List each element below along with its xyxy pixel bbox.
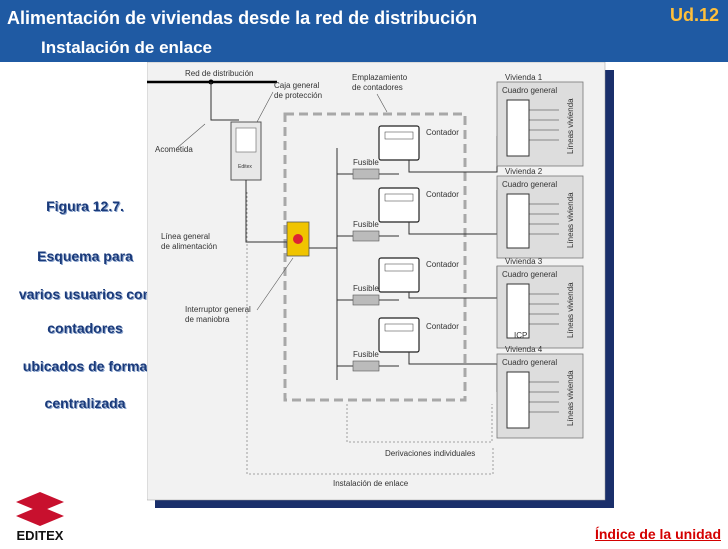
linea-label-2: de alimentación <box>161 242 217 251</box>
red-label: Red de distribución <box>185 69 253 78</box>
caption-line-1: Esquema para <box>37 248 133 264</box>
caption-line-5: centralizada <box>44 395 126 411</box>
logo-text: EDITEX <box>17 528 64 543</box>
page-subtitle: Instalación de enlace <box>41 38 213 57</box>
index-link[interactable]: Índice de la unidad <box>594 526 721 542</box>
cuadro-label-2: Cuadro general <box>502 180 557 189</box>
vivienda-label-2: Vivienda 2 <box>505 167 543 176</box>
instalacion-label: Instalación de enlace <box>333 479 409 488</box>
fusible-label-1: Fusible <box>353 158 379 167</box>
unit-label: Ud.12 <box>669 5 719 25</box>
vivienda-label-4: Vivienda 4 <box>505 345 543 354</box>
instalacion-bracket <box>246 192 494 475</box>
vivienda-label-1: Vivienda 1 <box>505 73 543 82</box>
figure-number: Figura 12.7. <box>46 198 124 214</box>
derivaciones-bracket <box>346 404 493 443</box>
meter-3-display <box>384 263 414 272</box>
meter-4 <box>378 317 420 353</box>
logo-mark-bottom <box>16 506 64 526</box>
vivienda-label-3: Vivienda 3 <box>505 257 543 266</box>
emplaz-label-1: Emplazamiento <box>352 73 408 82</box>
panel-2 <box>506 193 530 249</box>
lineas-vivienda-4: Líneas vivienda <box>566 370 575 426</box>
cuadro-label-1: Cuadro general <box>502 86 557 95</box>
derivaciones-label: Derivaciones individuales <box>385 449 475 458</box>
fuse-2 <box>352 230 380 242</box>
interruptor-label-2: de maniobra <box>185 315 230 324</box>
acometida-pointer <box>176 123 206 149</box>
caption-line-4: ubicados de forma <box>22 358 148 374</box>
cuadro-label-4: Cuadro general <box>502 358 557 367</box>
meter-row-2: Fusible Contador <box>337 187 498 242</box>
icp-label: ICP <box>514 331 527 340</box>
contador-label-3: Contador <box>426 260 459 269</box>
cuadro-label-3: Cuadro general <box>502 270 557 279</box>
header-bar: Alimentación de viviendas desde la red d… <box>0 0 728 62</box>
lineas-vivienda-2: Líneas vivienda <box>566 192 575 248</box>
dwelling-4: Vivienda 4 Cuadro general Líneas viviend… <box>496 345 584 439</box>
fuse-4 <box>352 360 380 372</box>
panel-3 <box>506 283 530 339</box>
meter-row-1: Fusible Contador <box>337 125 498 180</box>
page-title: Alimentación de viviendas desde la red d… <box>7 8 478 28</box>
acometida-label: Acometida <box>155 145 193 154</box>
meter-1-display <box>384 131 414 140</box>
emplaz-pointer <box>376 93 388 113</box>
caja-label-1: Caja general <box>274 81 320 90</box>
fusible-label-4: Fusible <box>353 350 379 359</box>
caption-line-2: varios usuarios con <box>18 286 152 302</box>
editex-logo: EDITEX <box>4 490 76 544</box>
dwelling-2: Vivienda 2 Cuadro general Líneas viviend… <box>496 167 584 259</box>
meter-enclosure <box>283 112 467 402</box>
contador-label-1: Contador <box>426 128 459 137</box>
logo-mark-top <box>16 492 64 512</box>
protection-box-window <box>235 127 257 153</box>
lineas-vivienda-3: Líneas vivienda <box>566 282 575 338</box>
dwelling-1: Vivienda 1 Cuadro general Líneas viviend… <box>496 73 584 167</box>
meter-1 <box>378 125 420 161</box>
caja-pointer <box>256 91 274 123</box>
panel-4 <box>506 371 530 429</box>
fusible-label-3: Fusible <box>353 284 379 293</box>
acometida-wire <box>210 82 239 121</box>
box-brand: Editex <box>238 164 252 170</box>
meter-4-display <box>384 323 414 332</box>
wiring-diagram: Red de distribución Acometida Editex Caj… <box>147 62 614 508</box>
panel-1 <box>506 99 530 157</box>
contador-label-4: Contador <box>426 322 459 331</box>
caption-line-3: contadores <box>47 320 123 336</box>
linea-label-1: Línea general <box>161 232 210 241</box>
dwelling-3: Vivienda 3 Cuadro general Líneas viviend… <box>496 257 584 349</box>
interruptor-label-1: Interruptor general <box>185 305 251 314</box>
lineas-vivienda-1: Líneas vivienda <box>566 98 575 154</box>
fuse-3 <box>352 294 380 306</box>
caja-label-2: de protección <box>274 91 322 100</box>
fuse-1 <box>352 168 380 180</box>
main-switch-knob <box>293 234 303 244</box>
contador-label-2: Contador <box>426 190 459 199</box>
fusible-label-2: Fusible <box>353 220 379 229</box>
meter-3 <box>378 257 420 293</box>
meter-2 <box>378 187 420 223</box>
emplaz-label-2: de contadores <box>352 83 403 92</box>
interruptor-pointer <box>256 257 294 311</box>
meter-row-4: Fusible Contador <box>337 317 498 392</box>
meter-2-display <box>384 193 414 202</box>
